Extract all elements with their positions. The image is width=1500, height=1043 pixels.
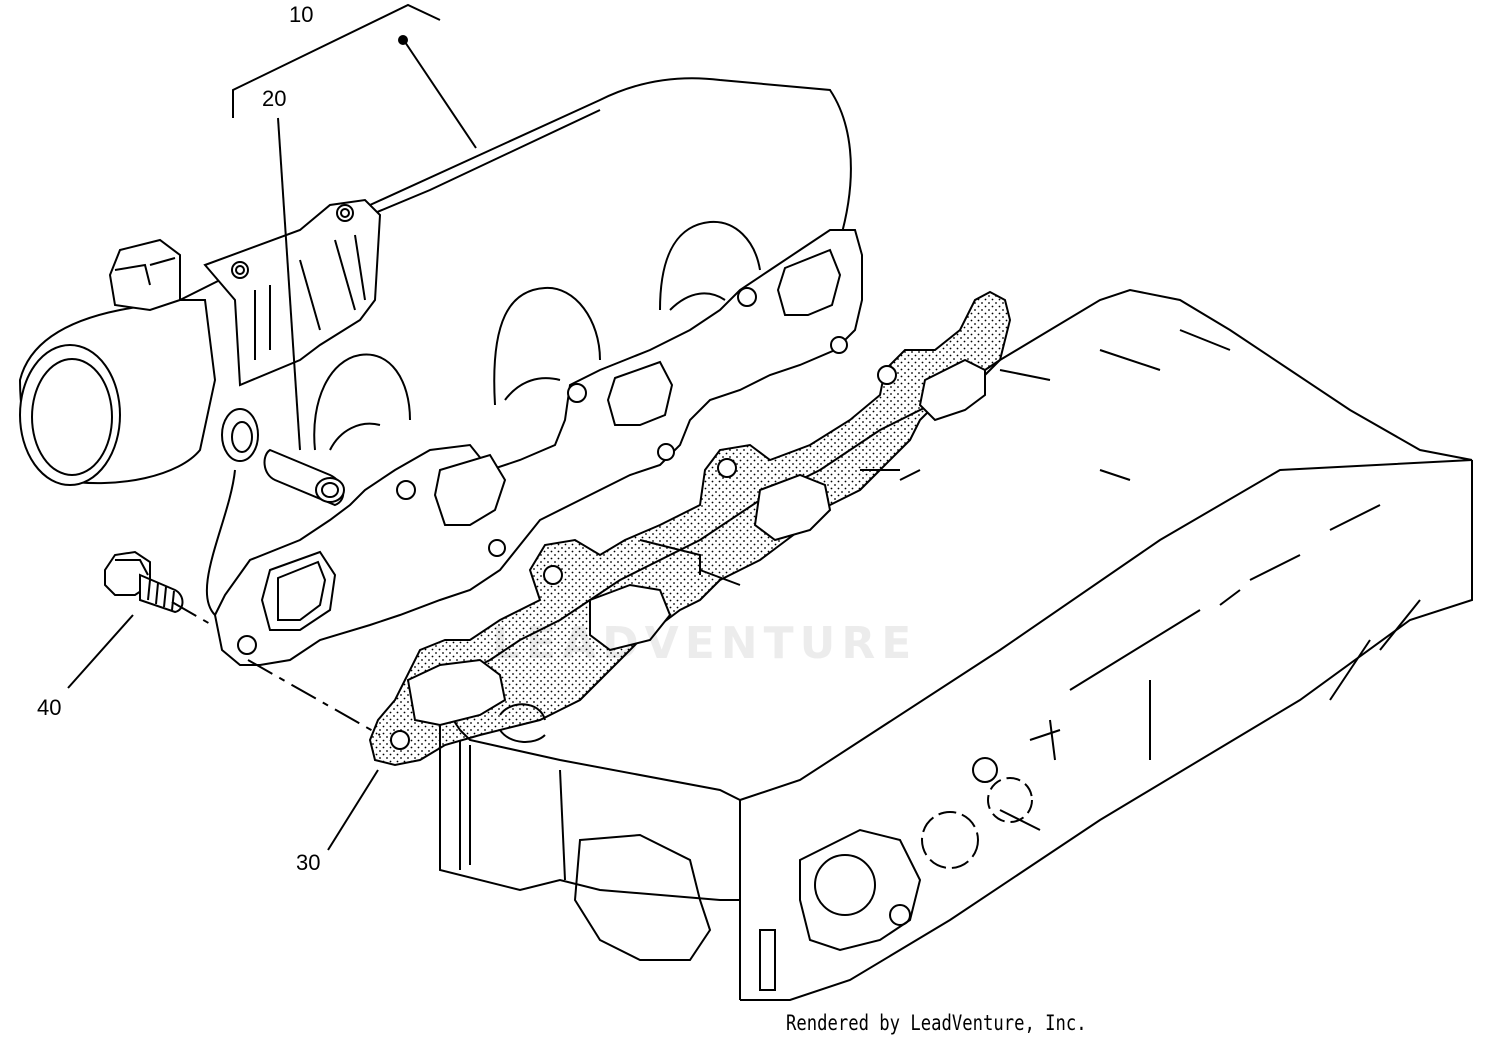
callout-40: 40	[37, 695, 62, 720]
exhaust-manifold	[20, 78, 862, 665]
dowel-pin	[265, 450, 344, 505]
watermark: LEADVENTURE	[492, 618, 918, 669]
leader-40	[68, 615, 133, 688]
bolt	[105, 552, 183, 612]
manifold-gasket	[370, 292, 1010, 765]
callout-20: 20	[262, 86, 287, 111]
callout-10: 10	[289, 2, 314, 27]
leader-30	[328, 770, 378, 850]
leader-10	[405, 42, 476, 148]
leader-20	[278, 118, 300, 450]
cylinder-head	[440, 290, 1472, 1000]
credit-text: Rendered by LeadVenture, Inc.	[786, 1011, 1087, 1035]
leader-lines	[68, 5, 476, 850]
bracket-10	[233, 5, 440, 118]
callout-30: 30	[296, 850, 321, 875]
centerline-bolt	[172, 602, 380, 735]
